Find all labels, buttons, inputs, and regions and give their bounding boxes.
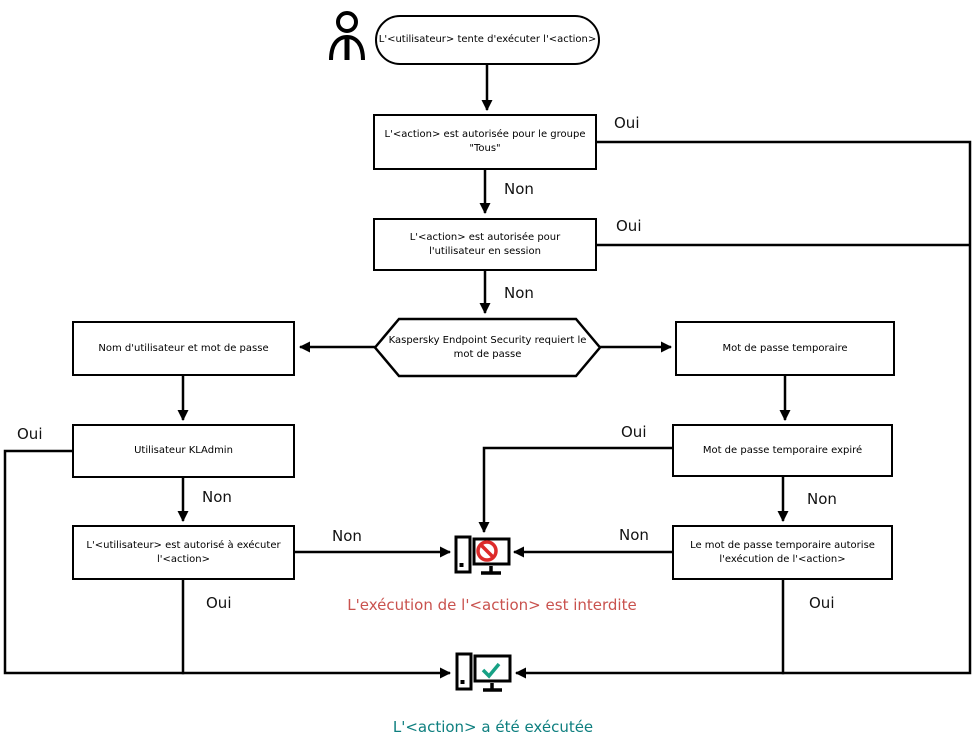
node-password-required: Kaspersky Endpoint Security requiert le … xyxy=(388,334,587,360)
hexagon-decision-shape xyxy=(373,317,602,378)
denied-computer-icon xyxy=(454,535,511,575)
edge-expired-oui xyxy=(478,446,672,533)
edge-label-session-non: Non xyxy=(504,284,534,302)
edge-label-kladmin-oui: Oui xyxy=(17,425,43,443)
node-temporary-password: Mot de passe temporaire xyxy=(675,321,895,376)
node-start: L'<utilisateur> tente d'exécuter l'<acti… xyxy=(375,15,600,65)
edge-label-tempauth-oui: Oui xyxy=(809,594,835,612)
node-group-check: L'<action> est autorisée pour le groupe … xyxy=(373,114,597,170)
edge-group-oui-rail xyxy=(515,140,972,679)
check-icon xyxy=(481,662,501,679)
denied-outcome-text: L'exécution de l'<action> est interdite xyxy=(347,596,637,614)
edge-label-authorized-oui: Oui xyxy=(206,594,232,612)
edge-label-group-oui: Oui xyxy=(614,114,640,132)
edge-label-session-oui: Oui xyxy=(616,217,642,235)
edge-label-expired-oui: Oui xyxy=(621,423,647,441)
edge-label-kladmin-non: Non xyxy=(202,488,232,506)
node-kladmin-user: Utilisateur KLAdmin xyxy=(72,424,295,478)
edge-label-tempauth-non: Non xyxy=(619,526,649,544)
node-temporary-password-expired: Mot de passe temporaire expiré xyxy=(672,424,893,477)
prohibition-icon xyxy=(476,540,498,562)
node-user-authorized: L'<utilisateur> est autorisé à exécuter … xyxy=(72,525,295,580)
edge-label-group-non: Non xyxy=(504,180,534,198)
node-session-check: L'<action> est autorisée pour l'utilisat… xyxy=(373,218,597,271)
node-username-password: Nom d'utilisateur et mot de passe xyxy=(72,321,295,376)
edge-label-authorized-non: Non xyxy=(332,527,362,545)
executed-outcome-text: L'<action> a été exécutée xyxy=(392,718,594,736)
node-temporary-password-authorizes: Le mot de passe temporaire autorise l'ex… xyxy=(672,525,893,580)
success-computer-icon xyxy=(455,652,512,692)
edge-label-expired-non: Non xyxy=(807,490,837,508)
edge-kladmin-oui-rail xyxy=(3,449,451,679)
user-icon xyxy=(329,11,365,61)
